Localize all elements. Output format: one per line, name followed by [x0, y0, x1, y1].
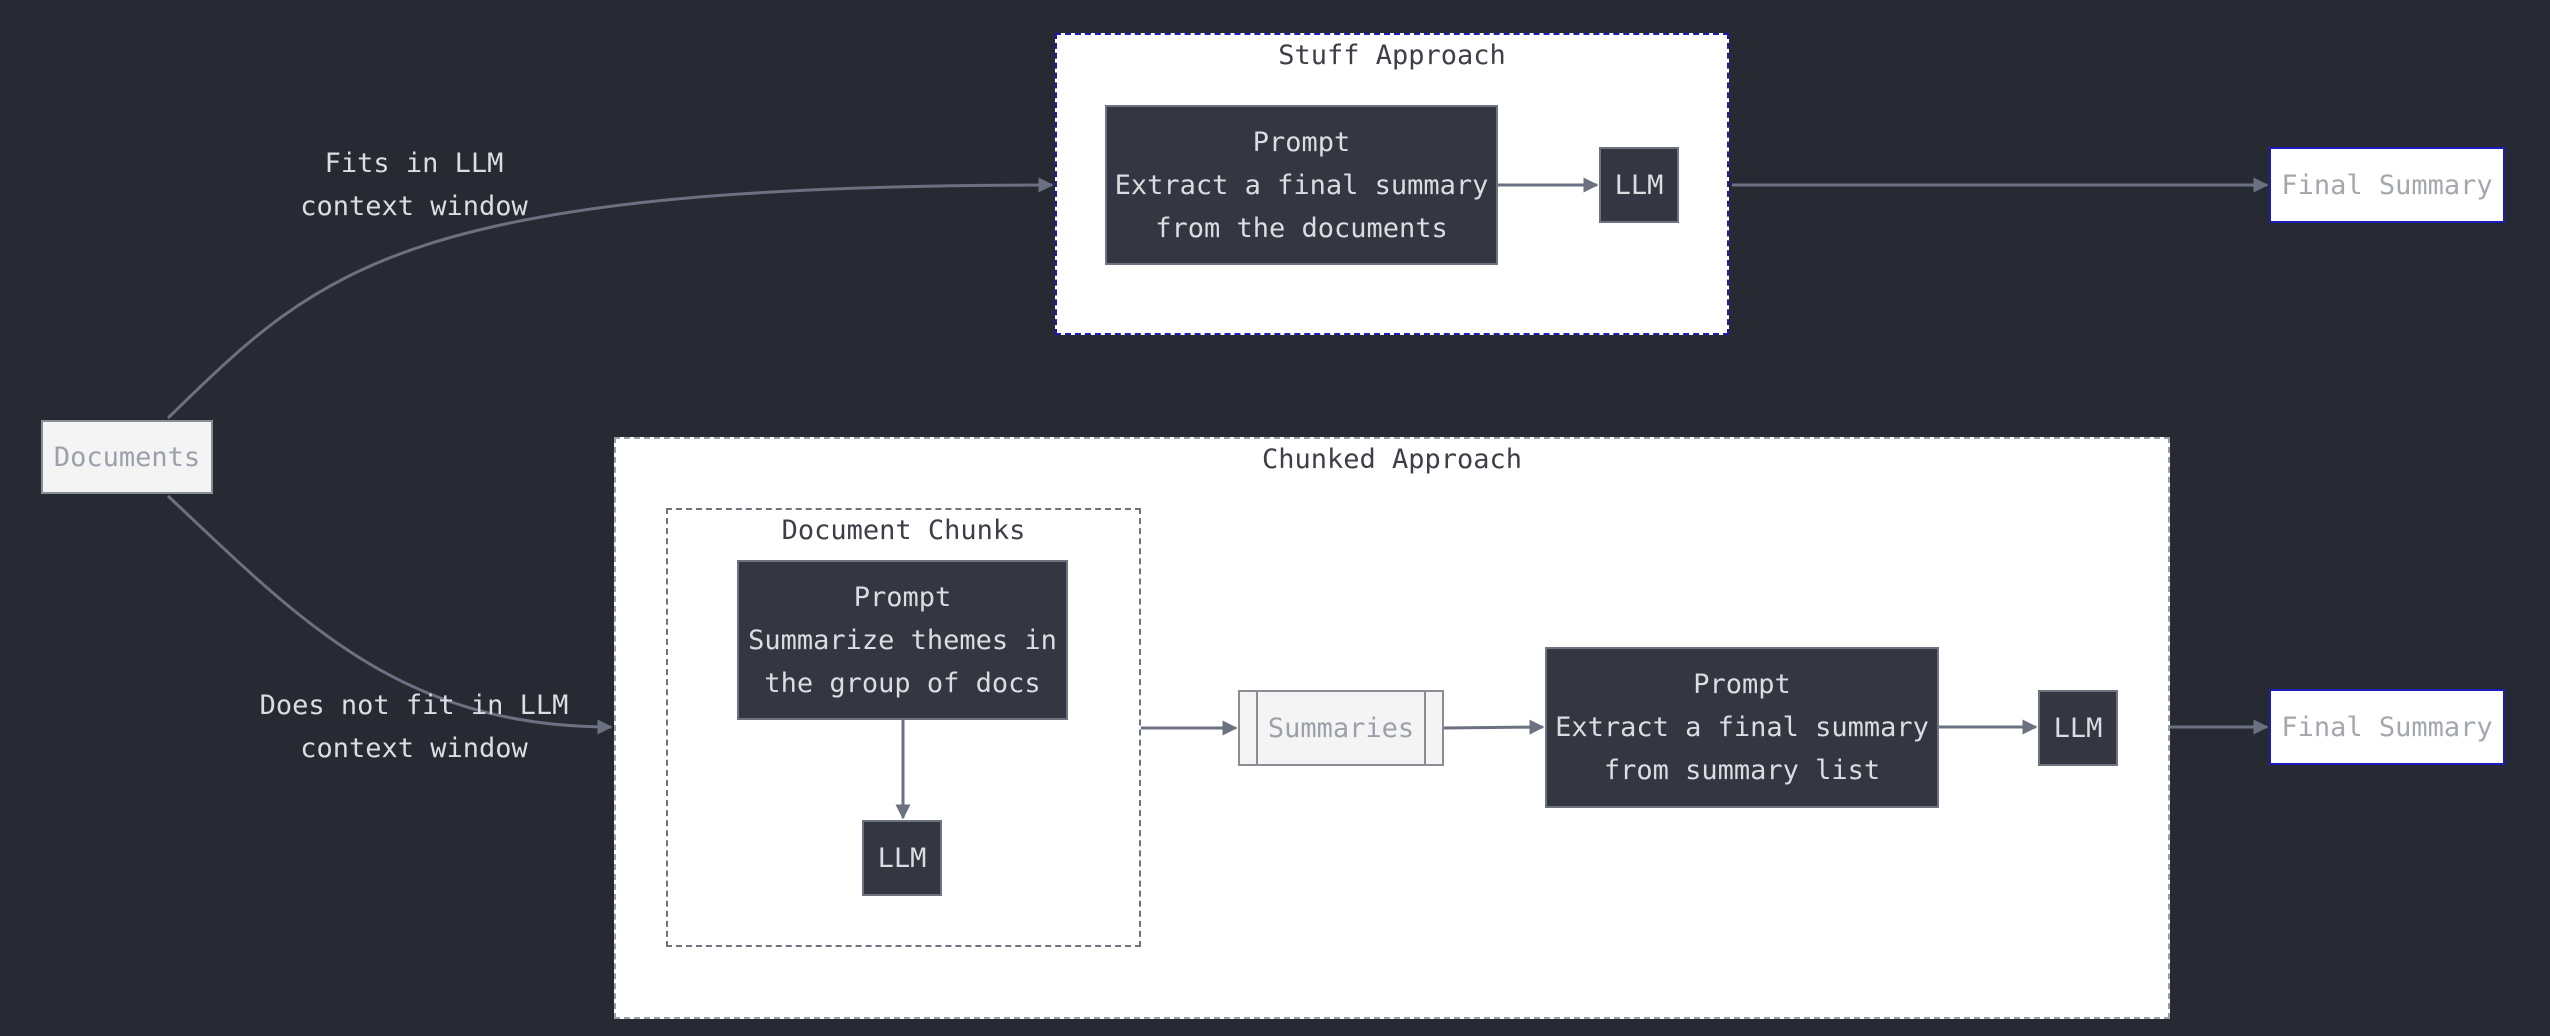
summaries-right-bar	[1424, 692, 1426, 764]
edge-documents-to-stuff	[166, 177, 1054, 420]
summaries-node: Summaries	[1238, 690, 1444, 766]
edge-label-fits: Fits in LLM context window	[300, 148, 528, 222]
documents-node: Documents	[41, 420, 213, 494]
stuff-llm-node: LLM	[1599, 147, 1679, 223]
chunk-prompt-node: Prompt Summarize themes in the group of …	[737, 560, 1068, 720]
chunk-llm-node: LLM	[862, 820, 942, 896]
chunked-final-summary-node: Final Summary	[2269, 689, 2505, 765]
edge-summaries-to-prompt	[1443, 719, 1545, 735]
document-chunks-title: Document Chunks	[781, 515, 1026, 546]
stuff-prompt-node: Prompt Extract a final summary from the …	[1105, 105, 1498, 265]
summaries-left-bar	[1256, 692, 1258, 764]
summaries-label: Summaries	[1267, 712, 1415, 744]
edge-label-does-not-fit: Does not fit in LLM context window	[259, 690, 569, 764]
stuff-final-summary-node: Final Summary	[2269, 147, 2505, 223]
final-prompt-node: Prompt Extract a final summary from summ…	[1545, 647, 1939, 808]
chunked-approach-title: Chunked Approach	[1261, 444, 1523, 475]
edge-documents-to-chunked	[166, 494, 613, 735]
stuff-approach-title: Stuff Approach	[1278, 40, 1506, 71]
final-llm-node: LLM	[2038, 690, 2118, 766]
